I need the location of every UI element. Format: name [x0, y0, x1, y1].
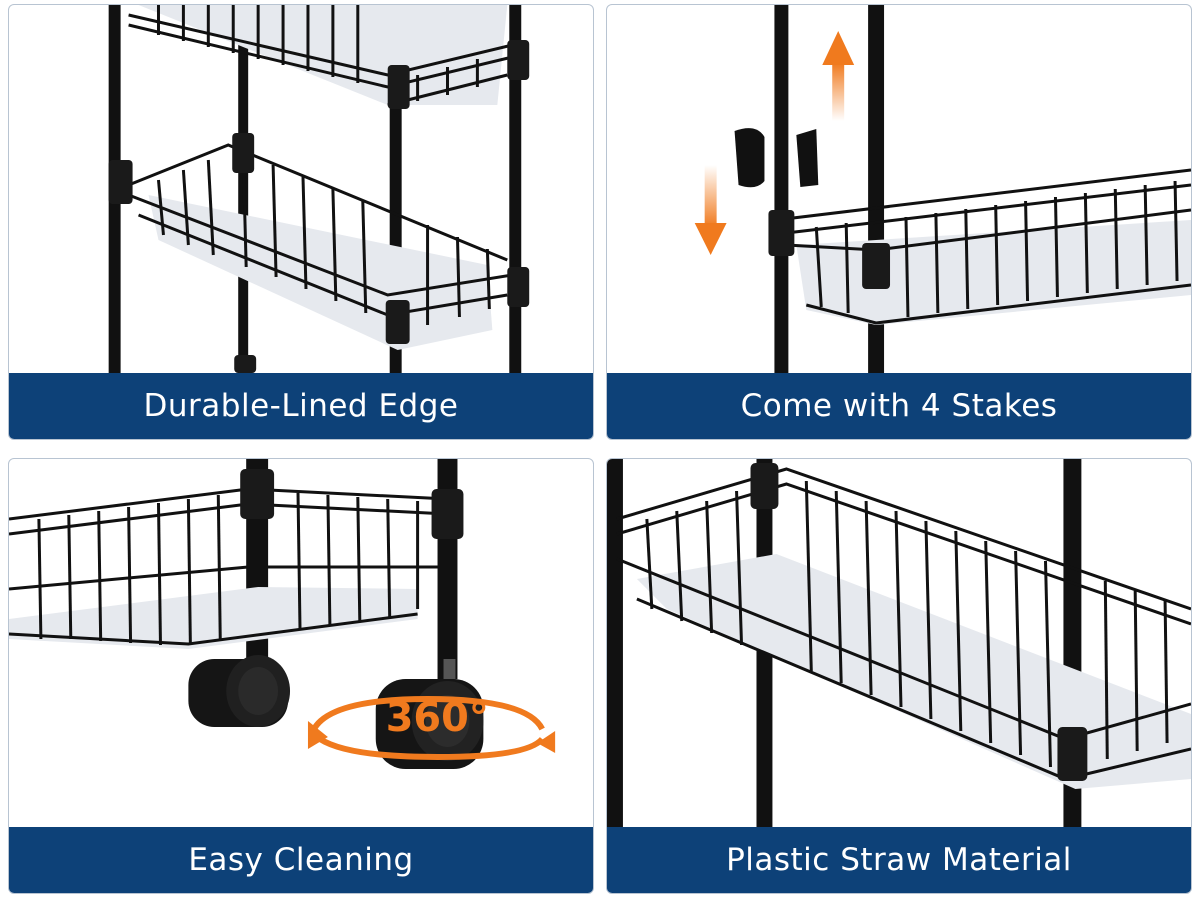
caster-wheels-illustration: 360° [9, 459, 593, 827]
feature-panel-stakes: Come with 4 Stakes [606, 4, 1192, 440]
caption-bar: Plastic Straw Material [607, 827, 1191, 893]
rotation-badge: 360° [386, 695, 489, 741]
caption-bar: Easy Cleaning [9, 827, 593, 893]
feature-panel-plastic-material: Plastic Straw Material [606, 458, 1192, 894]
panel-caption: Easy Cleaning [188, 842, 414, 878]
basket-liner-illustration [607, 459, 1191, 827]
arrow-down-icon [694, 165, 727, 255]
feature-panel-easy-cleaning: 360° Easy Cleaning [8, 458, 594, 894]
panel-caption: Durable-Lined Edge [143, 388, 459, 424]
caption-bar: Come with 4 Stakes [607, 373, 1191, 439]
caption-bar: Durable-Lined Edge [9, 373, 593, 439]
panel-caption: Plastic Straw Material [726, 842, 1072, 878]
clip-stakes-illustration [607, 5, 1191, 373]
feature-panel-durable-edge: Durable-Lined Edge [8, 4, 594, 440]
panel-caption: Come with 4 Stakes [740, 388, 1058, 424]
arrow-up-icon [822, 31, 855, 121]
rotation-arrow-icon [307, 695, 556, 761]
basket-edge-illustration [9, 5, 593, 373]
